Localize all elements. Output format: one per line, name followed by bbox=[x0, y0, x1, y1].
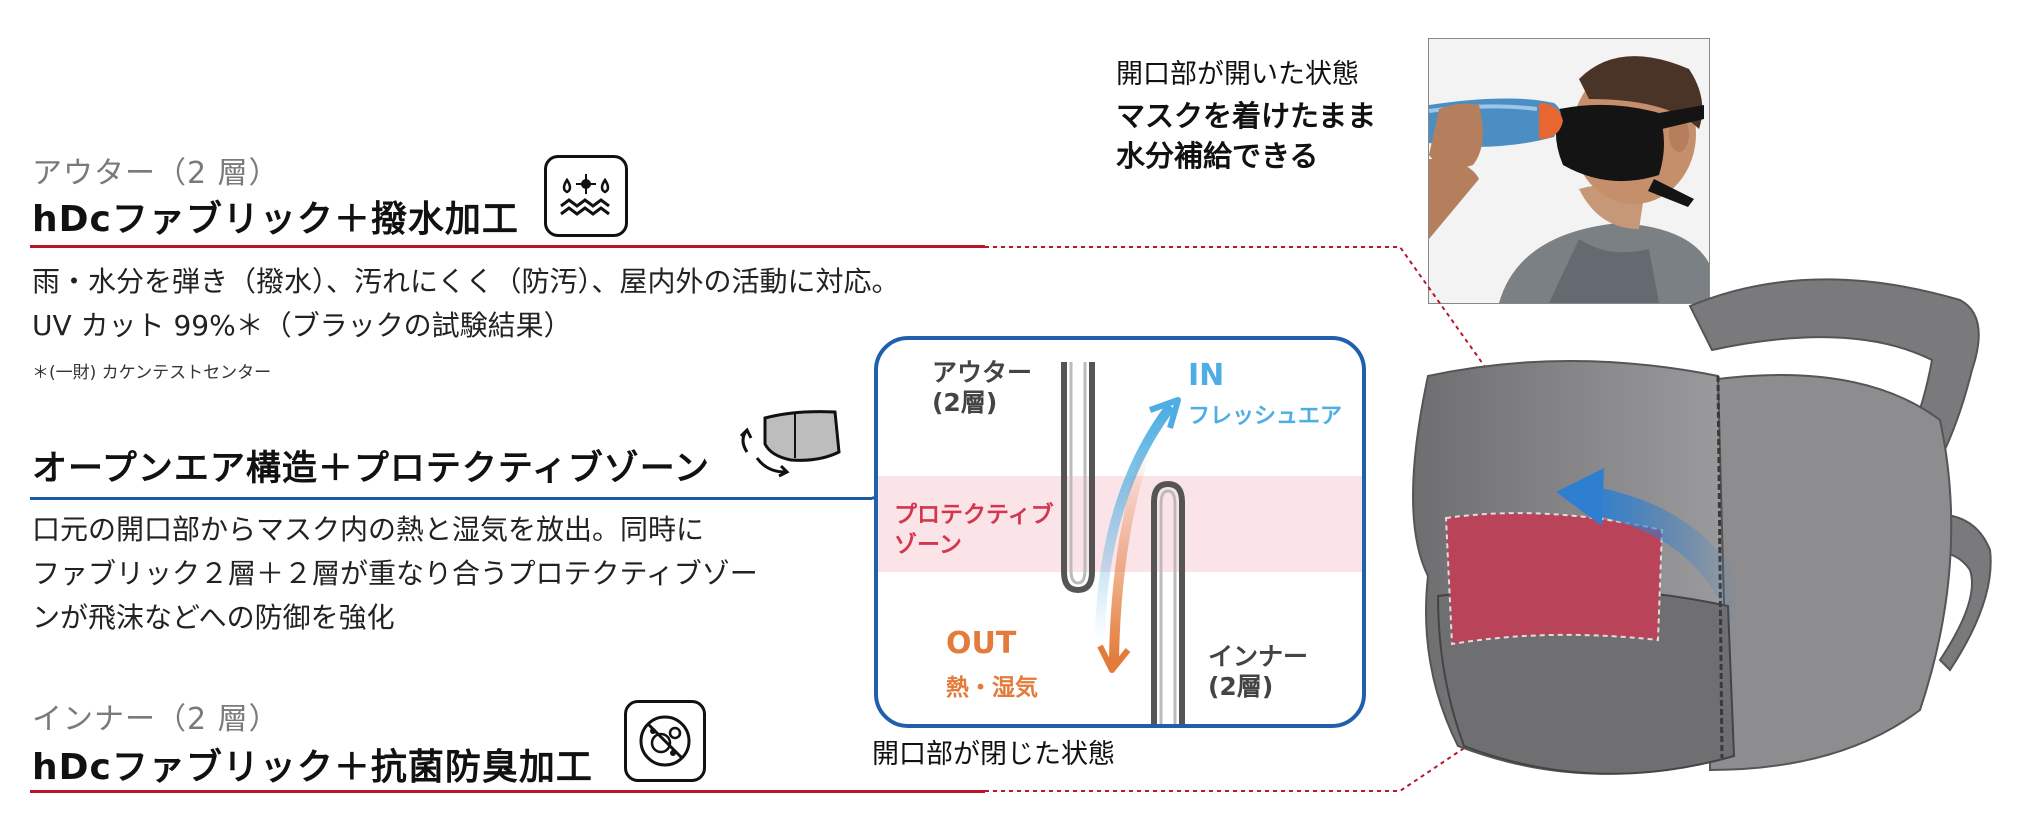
outer-layer-title: hDcファブリック＋撥水加工 bbox=[32, 199, 519, 240]
photo-caption-drink-2: 水分補給できる bbox=[1116, 139, 1319, 173]
water-repellent-icon bbox=[544, 155, 628, 237]
photo-man-drinking bbox=[1428, 38, 1710, 304]
openair-description: 口元の開口部からマスク内の熱と湿気を放出。同時に ファブリック２層＋２層が重なり… bbox=[32, 513, 758, 634]
inner-layer-subtitle: インナー（2 層） bbox=[32, 702, 280, 737]
diagram-out-title: OUT bbox=[946, 626, 1017, 661]
airflow-diagram: アウター (2層) IN フレッシュエア プロテクティブ ゾーン OUT 熱・湿… bbox=[874, 336, 1366, 728]
diagram-out-subtitle: 熱・湿気 bbox=[946, 675, 1038, 701]
diagram-protective-zone-label: プロテクティブ ゾーン bbox=[894, 502, 1054, 558]
mask-illustration bbox=[1412, 278, 1992, 775]
inner-layer-title: hDcファブリック＋抗菌防臭加工 bbox=[32, 747, 593, 788]
diagram-inner-label: インナー (2層) bbox=[1208, 642, 1309, 701]
diagram-in-subtitle: フレッシュエア bbox=[1188, 404, 1343, 429]
diagram-in-title: IN bbox=[1188, 358, 1225, 393]
mask-airflow-icon bbox=[735, 400, 845, 480]
outer-divider bbox=[30, 245, 985, 248]
photo-caption-open: 開口部が開いた状態 bbox=[1116, 59, 1359, 90]
outer-layer-subtitle: アウター（2 層） bbox=[32, 156, 280, 191]
diagram-caption-closed: 開口部が閉じた状態 bbox=[872, 739, 1115, 770]
openair-divider bbox=[30, 497, 872, 500]
diagram-outer-label: アウター (2層) bbox=[932, 358, 1033, 417]
outer-description: 雨・水分を弾き（撥水）、汚れにくく（防汚）、屋内外の活動に対応。 UV カット … bbox=[32, 265, 900, 342]
antibacterial-icon bbox=[624, 700, 706, 782]
outer-footnote: ＊(一財) カケンテストセンター bbox=[32, 363, 272, 383]
openair-title: オープンエア構造＋プロテクティブゾーン bbox=[32, 449, 711, 489]
inner-divider bbox=[30, 790, 985, 793]
photo-caption-drink-1: マスクを着けたまま bbox=[1116, 99, 1377, 133]
